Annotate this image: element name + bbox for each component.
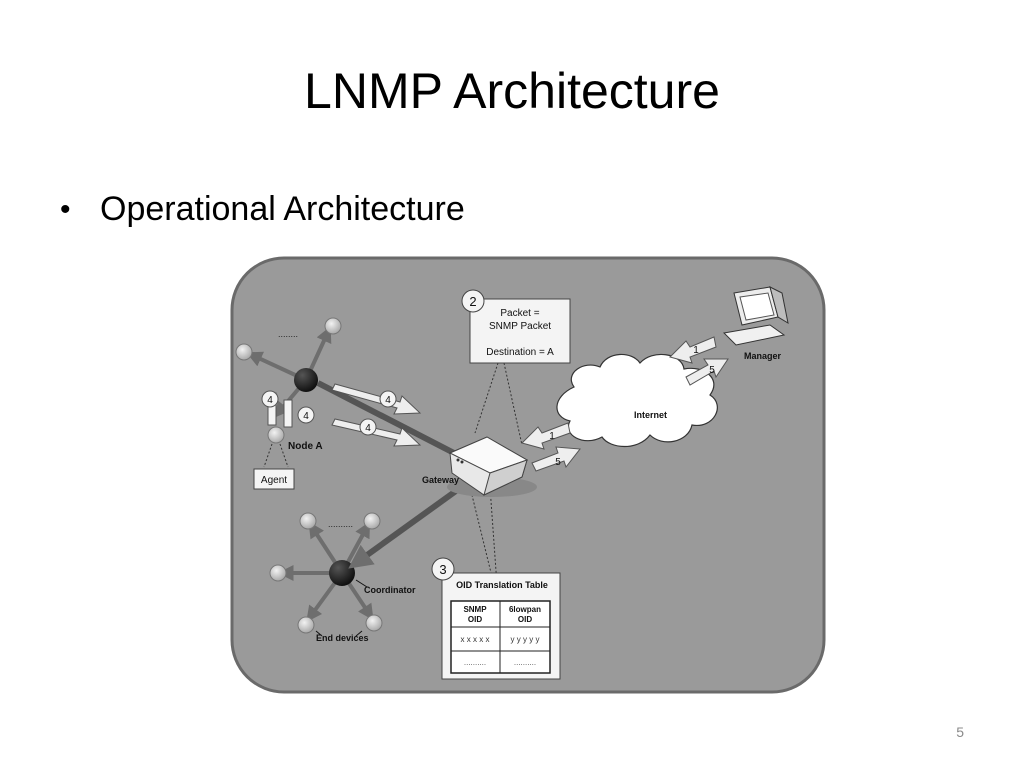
slide-number: 5	[956, 724, 964, 740]
cluster-dots: ..........	[328, 519, 353, 529]
end-devices-label: End devices	[316, 633, 369, 643]
coordinator-node	[329, 560, 355, 586]
gateway-label: Gateway	[422, 475, 459, 485]
bullet-text: Operational Architecture	[100, 190, 465, 228]
sensor-node	[235, 343, 253, 361]
internet-label: Internet	[634, 410, 667, 420]
arrow-to-node-top: 4	[331, 383, 422, 415]
arrow-gateway-out: 5	[531, 446, 581, 472]
cluster-coordinator: .......... Coordinator End devices	[269, 512, 416, 643]
coordinator-label: Coordinator	[364, 585, 416, 595]
link-node-gateway	[316, 380, 456, 456]
manager-label: Manager	[744, 351, 782, 361]
oid-cell: ..........	[464, 658, 486, 667]
oid-cell: ..........	[514, 658, 536, 667]
link-coordinator-gateway	[348, 480, 469, 569]
oid-header-snmp: SNMP	[463, 605, 487, 614]
node-a-label: Node A	[288, 441, 323, 452]
step-2-number: 2	[469, 294, 476, 309]
bullet-item: • Operational Architecture	[60, 190, 465, 229]
architecture-diagram: ........ 4 4 Node A Agent 4 4	[222, 255, 828, 696]
manager-computer: Manager	[722, 286, 789, 361]
table-link-lines	[469, 486, 498, 586]
step-2-badge	[461, 289, 485, 313]
packet-line3: Destination = A	[486, 347, 554, 358]
oid-cell: y y y y y	[511, 635, 540, 644]
end-device	[365, 614, 383, 632]
gateway-device: Gateway	[422, 436, 537, 497]
svg-text:4: 4	[267, 395, 273, 406]
bullet-dot-icon: •	[60, 192, 71, 226]
sensor-node	[363, 512, 381, 530]
hub-node	[294, 368, 318, 392]
oid-cell: x x x x x	[461, 635, 490, 644]
arrow-manager-in: 5	[685, 358, 729, 386]
arrow-node-left: 4	[261, 390, 279, 426]
svg-text:1: 1	[549, 431, 555, 442]
svg-text:5: 5	[555, 457, 561, 468]
step-3-number: 3	[439, 562, 446, 577]
packet-link-lines	[474, 362, 523, 446]
packet-info-box: Packet = SNMP Packet Destination = A 2	[461, 289, 571, 364]
packet-line2: SNMP Packet	[489, 321, 551, 332]
svg-text:4: 4	[385, 395, 391, 406]
cluster-dots: ........	[278, 329, 298, 339]
packet-line1: Packet =	[500, 308, 539, 319]
arrow-manager-out: 1	[669, 336, 717, 364]
oid-translation-table: OID Translation Table SNMP OID 6lowpan O…	[431, 557, 561, 680]
arrow-node-right: 4	[283, 399, 315, 428]
cluster-node-a: ........ 4 4 Node A Agent	[235, 317, 342, 490]
oid-table-title: OID Translation Table	[456, 580, 548, 590]
sensor-node	[269, 564, 287, 582]
step-3-badge	[431, 557, 455, 581]
svg-text:5: 5	[709, 365, 715, 376]
svg-text:4: 4	[365, 423, 371, 434]
internet-cloud: Internet	[556, 353, 718, 448]
sensor-node	[324, 317, 342, 335]
arrow-gateway-in: 1	[521, 422, 571, 450]
node-a	[267, 426, 285, 444]
oid-header-6lowpan-oid: OID	[518, 615, 532, 624]
agent-label: Agent	[261, 475, 287, 486]
diagram-canvas: ........ 4 4 Node A Agent 4 4	[230, 256, 826, 694]
oid-header-snmp-oid: OID	[468, 615, 482, 624]
oid-header-6lowpan: 6lowpan	[509, 605, 541, 614]
agent-box	[253, 468, 295, 490]
arrow-to-node-bottom: 4	[331, 418, 422, 447]
svg-text:4: 4	[303, 411, 309, 422]
svg-text:1: 1	[693, 345, 699, 356]
sensor-node	[299, 512, 317, 530]
end-device	[297, 616, 315, 634]
slide-title: LNMP Architecture	[304, 63, 720, 119]
